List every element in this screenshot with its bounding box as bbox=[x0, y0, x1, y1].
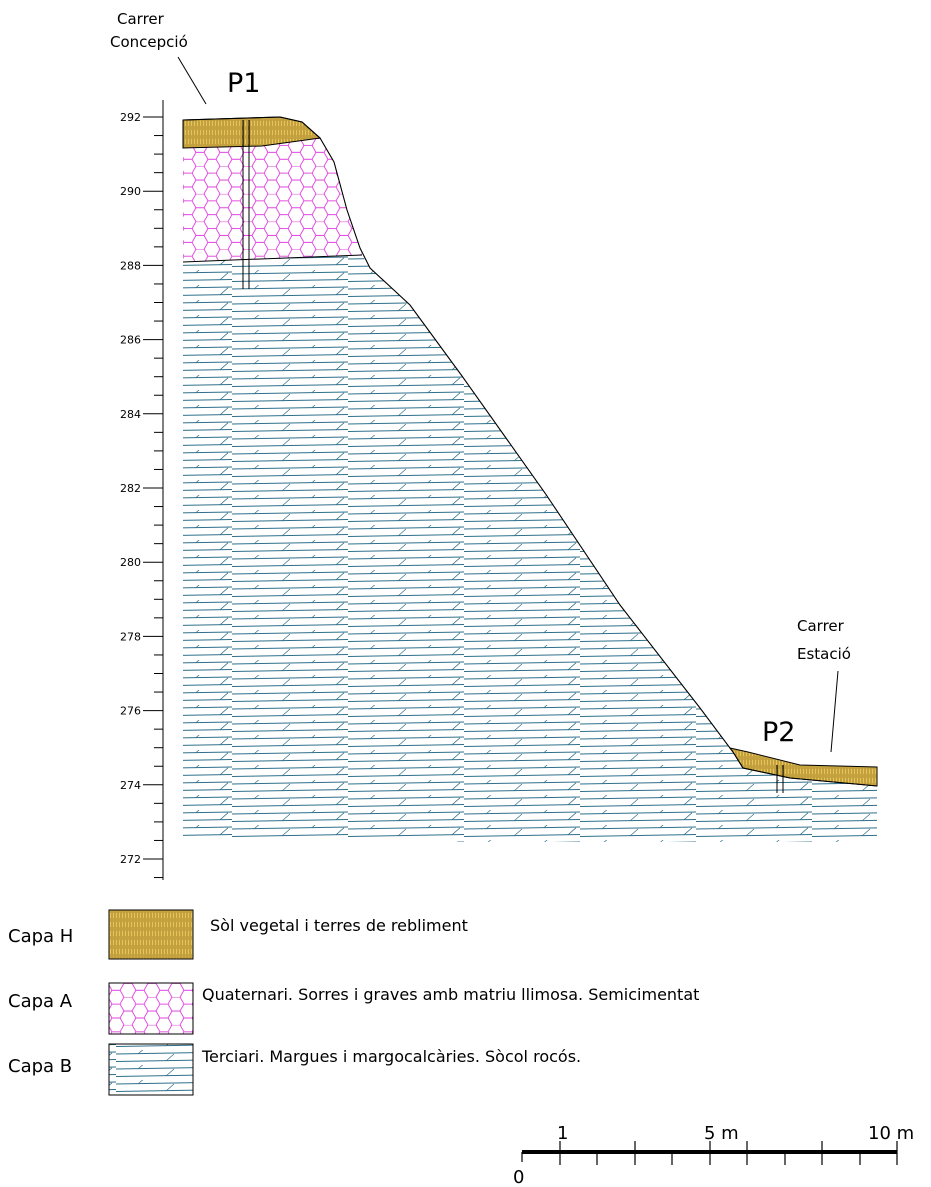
scale-bar-label-10m: 10 m bbox=[868, 1123, 914, 1144]
scale-bar-label-1: 1 bbox=[557, 1123, 568, 1144]
elevation-axis: 292 290 288 286 284 282 280 278 276 274 272 bbox=[120, 100, 164, 880]
legend-label-capa-b: Capa B bbox=[8, 1056, 72, 1077]
street-bottom-line2: Estació bbox=[797, 645, 851, 663]
borehole-p2-casing bbox=[776, 765, 784, 793]
scale-bar-label-5m: 5 m bbox=[704, 1123, 739, 1144]
legend-swatch-capa-a bbox=[108, 982, 194, 1035]
ground-profile-line bbox=[182, 116, 878, 787]
legend-label-capa-h: Capa H bbox=[8, 926, 73, 947]
elevation-tick-label: 284 bbox=[120, 408, 141, 421]
legend-swatch-capa-h bbox=[108, 909, 194, 960]
elevation-tick-label: 272 bbox=[120, 853, 141, 866]
legend-label-capa-a: Capa A bbox=[8, 991, 73, 1012]
borehole-p1-label: P1 bbox=[227, 68, 260, 99]
layer-a-fill bbox=[183, 138, 362, 262]
legend-desc-capa-b: Terciari. Margues i margocalcàries. Sòco… bbox=[201, 1047, 581, 1066]
legend-swatch-capa-b bbox=[108, 1043, 194, 1096]
elevation-tick-label: 276 bbox=[120, 705, 141, 718]
street-top-leader bbox=[177, 56, 207, 105]
layer-b-terciari bbox=[183, 255, 877, 842]
legend-item-capa-h: Capa H Sòl vegetal i terres de rebliment bbox=[8, 909, 468, 960]
elevation-tick-label: 286 bbox=[120, 334, 141, 347]
elevation-tick-label: 292 bbox=[120, 111, 141, 124]
legend-desc-capa-h: Sòl vegetal i terres de rebliment bbox=[210, 916, 468, 935]
street-top-line1: Carrer bbox=[117, 10, 165, 28]
legend-item-capa-a: Capa A Quaternari. Sorres i graves amb m… bbox=[8, 982, 699, 1035]
legend-desc-capa-a: Quaternari. Sorres i graves amb matriu l… bbox=[202, 985, 699, 1004]
street-bottom-line1: Carrer bbox=[797, 617, 845, 635]
street-bottom-leader bbox=[830, 670, 839, 753]
elevation-tick-label: 282 bbox=[120, 482, 141, 495]
layer-b-fill bbox=[183, 255, 877, 842]
scale-bar-label-0: 0 bbox=[513, 1167, 524, 1187]
street-label-top: Carrer Concepció bbox=[110, 10, 207, 105]
elevation-major-ticks: 292 290 288 286 284 282 280 278 276 274 272 bbox=[120, 111, 163, 866]
elevation-tick-label: 280 bbox=[120, 556, 141, 569]
scale-bar: 0 1 5 m 10 m bbox=[513, 1123, 914, 1187]
layer-a-quaternari bbox=[182, 138, 363, 263]
elevation-tick-label: 274 bbox=[120, 779, 141, 792]
layer-a-base-contact bbox=[182, 254, 363, 263]
elevation-tick-label: 290 bbox=[120, 185, 141, 198]
street-label-bottom: Carrer Estació bbox=[797, 617, 851, 753]
legend-item-capa-b: Capa B Terciari. Margues i margocalcàrie… bbox=[8, 1043, 581, 1096]
elevation-tick-label: 288 bbox=[120, 259, 141, 272]
street-top-line2: Concepció bbox=[110, 33, 188, 51]
borehole-p2-label: P2 bbox=[762, 717, 795, 748]
legend: Capa H Sòl vegetal i terres de rebliment… bbox=[8, 909, 699, 1096]
borehole-p1-casing bbox=[242, 120, 250, 289]
elevation-minor-ticks bbox=[154, 135, 163, 879]
elevation-tick-label: 278 bbox=[120, 630, 141, 643]
